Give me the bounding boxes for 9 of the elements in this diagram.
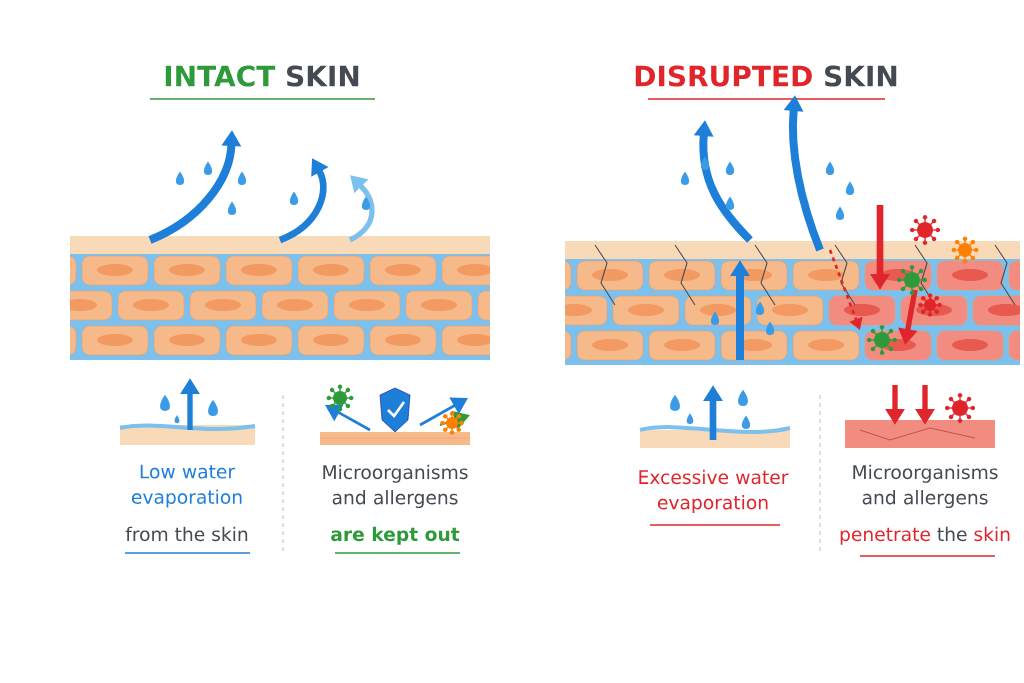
caption: Microorganisms and allergens	[323, 464, 468, 509]
caption: from the skin	[125, 526, 248, 542]
caption: Low water evaporation	[132, 464, 242, 508]
caption: penetrate the skin	[840, 526, 1010, 545]
caption: Microorganisms and allergens	[853, 464, 998, 509]
caption: Excessive water evaporation	[639, 469, 789, 514]
heading: INTACT SKIN	[165, 65, 359, 87]
caption: are kept out	[331, 526, 460, 545]
heading: DISRUPTED SKIN	[635, 65, 897, 87]
